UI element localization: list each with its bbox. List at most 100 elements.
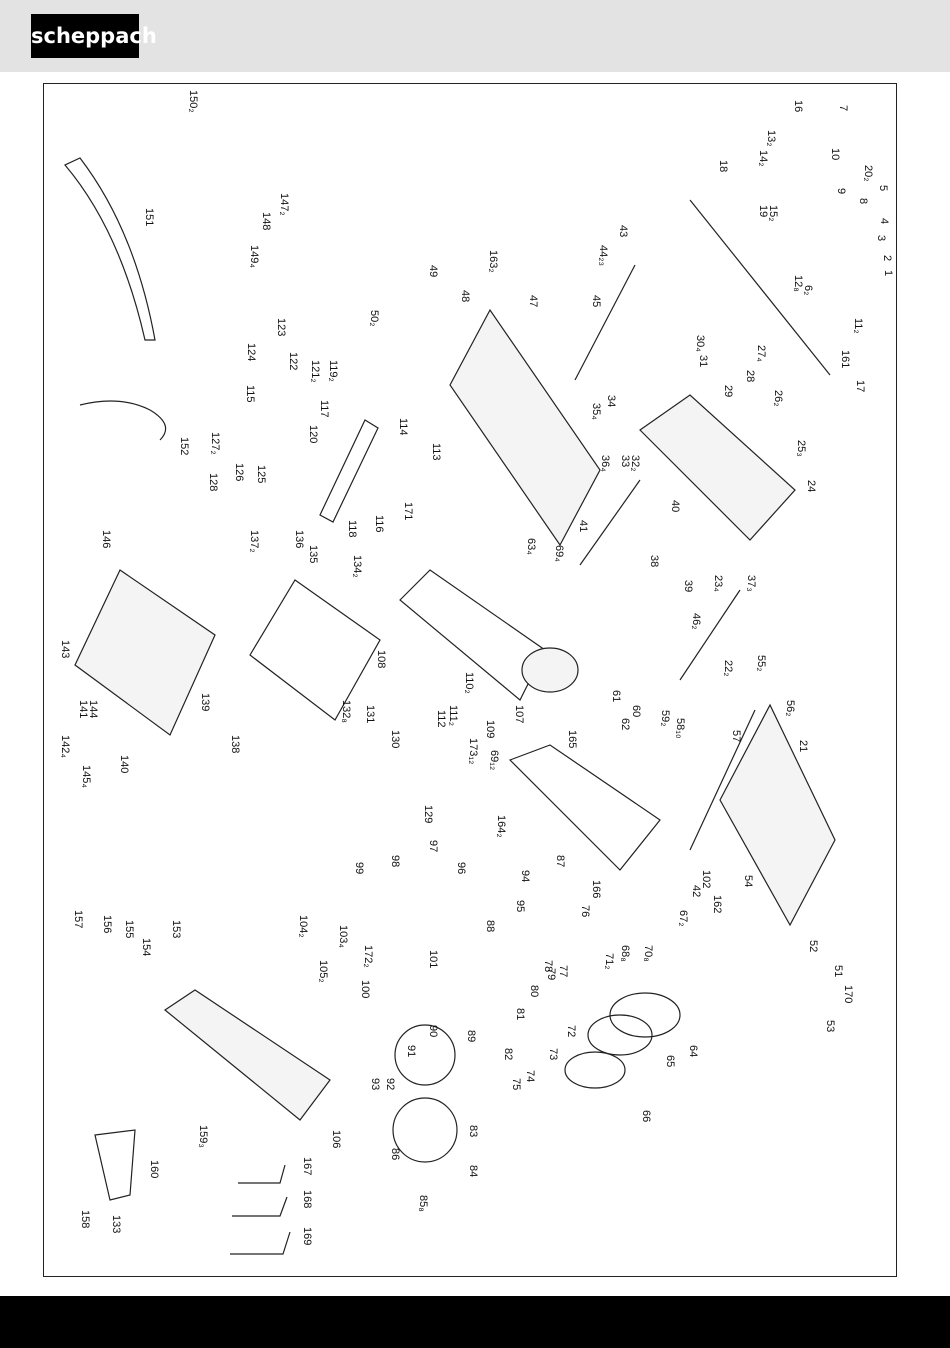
part-callout-label: 21 [797,740,809,752]
part-callout-label: 9 [835,188,847,194]
part-callout-label: 146 [100,530,112,548]
part-callout-label: 81 [514,1008,526,1020]
part-belt-64 [609,992,681,1038]
part-callout-label: 152 [178,437,190,455]
part-callout-label: 128 [207,473,219,491]
part-callout-label: 32₂ [629,455,641,472]
part-callout-label: 142₄ [59,735,71,758]
part-callout-label: 54 [742,875,754,887]
part-callout-label: 137₂ [248,530,260,553]
part-motor-housing [74,569,216,736]
part-callout-label: 147₂ [278,193,290,216]
part-callout-label: 143 [59,640,71,658]
part-callout-label: 139 [199,693,211,711]
part-callout-label: 64 [687,1045,699,1057]
part-callout-label: 69₄ [553,545,565,562]
part-callout-label: 66 [640,1110,652,1122]
part-callout-label: 26₂ [772,390,784,407]
part-callout-label: 134₂ [351,555,363,578]
part-callout-label: 148 [260,212,272,230]
part-callout-label: 22₂ [722,660,734,677]
part-callout-label: 121₂ [309,360,321,383]
part-callout-label: 2 [881,255,893,261]
part-callout-label: 67₂ [677,910,689,927]
part-mount-plate [249,579,381,721]
part-belt-65 [587,1014,653,1056]
part-callout-label: 3 [875,235,887,241]
part-callout-label: 61 [610,690,622,702]
part-callout-label: 150₂ [187,90,199,113]
part-callout-label: 82 [502,1048,514,1060]
part-callout-label: 44₂₃ [597,245,609,266]
part-callout-label: 118 [346,520,358,538]
part-callout-label: 13₂ [765,130,777,147]
part-callout-label: 53 [824,1020,836,1032]
part-shaft [574,264,636,381]
part-callout-label: 42 [690,885,702,897]
part-callout-label: 30₄ [694,335,706,352]
part-callout-label: 106 [330,1130,342,1148]
part-callout-label: 161 [839,350,851,368]
part-callout-label: 125 [255,465,267,483]
part-callout-label: 169 [301,1227,313,1245]
part-roller-lower [679,589,741,681]
header-bar: scheppach [0,0,950,72]
part-callout-label: 17 [854,380,866,392]
part-callout-label: 57 [730,730,742,742]
part-callout-label: 90 [427,1025,439,1037]
part-knife-rail [319,419,379,523]
part-callout-label: 63₄ [525,538,537,555]
part-callout-label: 103₄ [337,925,349,948]
part-callout-label: 80 [528,985,540,997]
part-callout-label: 71₂ [603,953,615,970]
part-callout-label: 172₂ [362,945,374,968]
part-callout-label: 59₂ [659,710,671,727]
part-callout-label: 1 [882,270,894,276]
part-callout-label: 10 [829,148,841,160]
part-callout-label: 110₂ [463,672,475,694]
footer-bar [0,1296,950,1348]
part-callout-label: 78 [542,960,554,972]
part-callout-label: 141 [77,700,89,718]
part-callout-label: 91 [405,1045,417,1057]
part-callout-label: 149₄ [248,245,260,268]
part-callout-label: 77 [557,965,569,977]
part-motor [521,647,579,693]
part-callout-label: 19 [757,205,769,217]
part-pulley-90 [394,1024,456,1086]
part-callout-label: 111₂ [447,705,459,726]
part-callout-label: 163₂ [487,250,499,273]
part-callout-label: 12₈ [792,275,804,292]
part-callout-label: 153 [170,920,182,938]
part-callout-label: 38 [648,555,660,567]
part-callout-label: 39 [682,580,694,592]
part-callout-label: 92 [384,1078,396,1090]
part-callout-label: 108 [375,650,387,668]
part-callout-label: 145₄ [80,765,92,788]
part-callout-label: 8 [857,198,869,204]
part-side-cover [163,989,331,1121]
part-callout-label: 101 [427,950,439,968]
part-callout-label: 83 [467,1125,479,1137]
part-callout-label: 88 [484,920,496,932]
part-callout-label: 165 [566,730,578,748]
part-callout-label: 16 [792,100,804,112]
part-callout-label: 55₂ [755,655,767,672]
part-guide-rail [689,199,831,376]
part-callout-label: 40 [669,500,681,512]
part-callout-label: 73 [547,1048,559,1060]
part-callout-label: 124 [245,343,257,361]
part-wrench-167 [238,1164,286,1184]
part-callout-label: 105₂ [317,960,329,983]
part-callout-label: 99 [353,862,365,874]
part-callout-label: 119₂ [327,360,339,382]
part-callout-label: 127₂ [209,432,221,455]
part-callout-label: 74 [524,1070,536,1082]
part-callout-label: 72 [565,1025,577,1037]
part-callout-label: 28 [744,370,756,382]
part-callout-label: 97 [427,840,439,852]
part-callout-label: 159₃ [197,1125,209,1148]
part-callout-label: 157 [72,910,84,928]
brand-logo: scheppach [31,14,157,58]
part-callout-label: 29 [722,385,734,397]
